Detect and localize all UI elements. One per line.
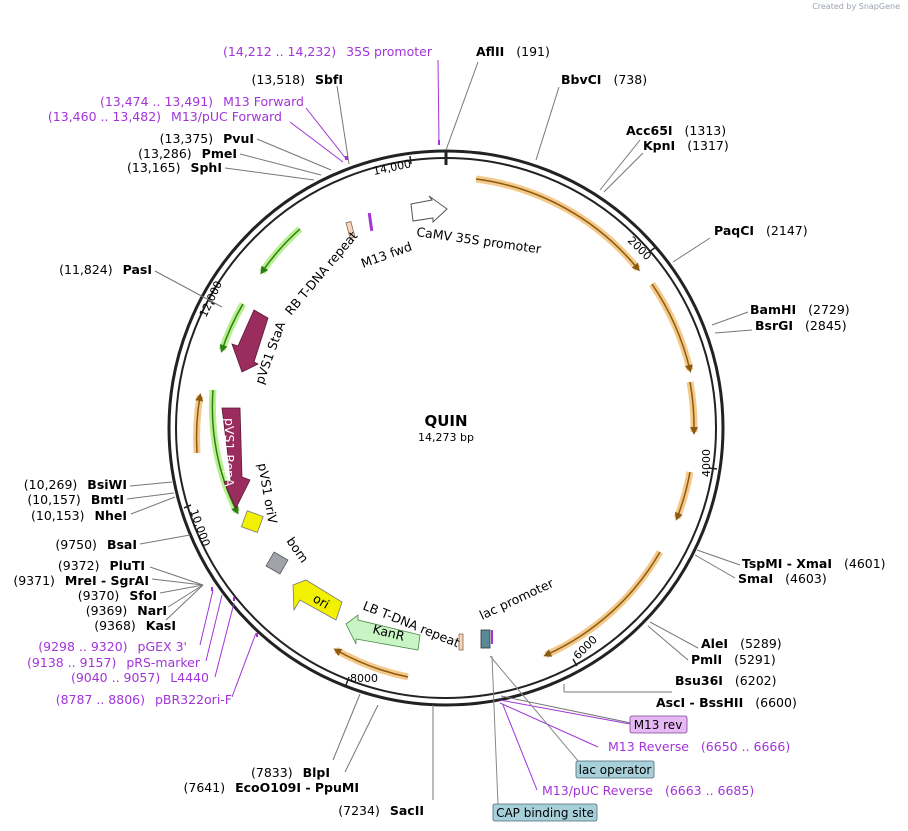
lac-promoter-box	[480, 629, 491, 649]
tick-label: 8000	[350, 672, 378, 685]
feature-label-lac-promoter: lac promoter	[477, 575, 557, 623]
enzyme-label: (10,153)NheI	[31, 508, 127, 523]
enzyme-label: (10,157)BmtI	[27, 492, 124, 507]
enzyme-label: Acc65I(1313)	[626, 123, 726, 138]
enzyme-label: (13,518)SbfI	[251, 72, 343, 87]
enzyme-label: (9372)PluTI	[58, 558, 145, 573]
enzyme-label: TspMI - XmaI(4601)	[742, 556, 886, 571]
enzyme-label: Bsu36I(6202)	[675, 673, 777, 688]
enzyme-label: PmlI(5291)	[691, 652, 776, 667]
enzyme-label: PaqCI(2147)	[714, 223, 808, 238]
enzyme-label: (7833)BlpI	[251, 765, 330, 780]
kanr-arrow	[345, 614, 421, 651]
enzyme-label: (9750)BsaI	[55, 537, 137, 552]
feature-label-ori: ori	[311, 591, 333, 612]
m13-rev-label: M13 rev	[634, 718, 683, 732]
camv-35s-promoter-arrow	[410, 195, 448, 224]
enzyme-label: SmaI(4603)	[738, 571, 827, 586]
plasmid-size: 14,273 bp	[418, 431, 474, 444]
pvs1-staa-arrow	[231, 309, 269, 373]
ori-arrow	[292, 579, 343, 621]
enzyme-label: (13,165)SphI	[127, 160, 222, 175]
primer-labels: (14,212 .. 14,232)35S promoter (13,474 .…	[27, 44, 790, 798]
primer-label: M13/pUC Reverse(6663 .. 6685)	[542, 783, 754, 798]
inner-features	[221, 195, 493, 651]
enzyme-label: (7641)EcoO109I - PpuMI	[184, 780, 359, 795]
feature-label-rb-t-dna: RB T-DNA repeat	[282, 228, 361, 318]
orf-arcs	[193, 175, 699, 681]
feature-label-pvs1-repa: pVS1 RepA	[222, 418, 237, 487]
enzyme-labels-left: (7234)SacII (7641)EcoO109I - PpuMI (7833…	[13, 72, 424, 818]
boxed-labels: M13 rev lac operator CAP binding site	[492, 715, 688, 822]
primer-ticks	[211, 140, 440, 637]
enzyme-label: (13,375)PvuI	[160, 131, 254, 146]
enzyme-label: (9371)MreI - SgrAI	[13, 573, 149, 588]
enzyme-label: AflII(191)	[476, 44, 550, 59]
primer-label: M13 Reverse(6650 .. 6666)	[608, 739, 790, 754]
feature-label-camv-35s: CaMV 35S promoter	[416, 224, 543, 256]
primer-label: (14,212 .. 14,232)35S promoter	[223, 44, 433, 59]
m13-rev-mark	[491, 630, 493, 644]
primer-label: (13,460 .. 13,482)M13/pUC Forward	[48, 109, 282, 124]
primer-label: (9040 .. 9057)L4440	[71, 670, 209, 685]
enzyme-labels-right: AflII(191) BbvCI(738) Acc65I(1313) KpnI(…	[476, 44, 886, 710]
enzyme-label: (9368)KasI	[94, 618, 176, 633]
enzyme-label: (10,269)BsiWI	[24, 477, 127, 492]
lac-operator-label: lac operator	[579, 763, 652, 777]
enzyme-label: (9370)SfoI	[78, 588, 157, 603]
enzyme-label: (9369)NarI	[86, 603, 167, 618]
pvs1-repa-arrow	[221, 407, 251, 509]
orf-arcs-green	[208, 226, 303, 515]
enzyme-label: AscI - BssHII(6600)	[656, 695, 797, 710]
primer-label: (9138 .. 9157)pRS-marker	[27, 655, 201, 670]
cap-binding-site-label: CAP binding site	[496, 806, 594, 820]
snapgene-watermark: Created by SnapGene	[812, 2, 900, 11]
bom-box	[265, 551, 289, 575]
primer-leader-lines	[199, 59, 631, 791]
primer-label: (8787 .. 8806)pBR322ori-F	[56, 692, 232, 707]
feature-label-m13-fwd: M13 fwd	[359, 239, 414, 271]
m13-fwd-mark	[367, 212, 374, 232]
boxed-label-lines	[489, 655, 585, 806]
lb-t-dna-repeat-box	[458, 633, 464, 651]
enzyme-label: (13,286)PmeI	[138, 146, 237, 161]
rb-t-dna-repeat-box	[345, 221, 356, 239]
leader-lines	[126, 61, 753, 800]
enzyme-label: BbvCI(738)	[561, 72, 647, 87]
enzyme-label: (11,824)PasI	[59, 262, 152, 277]
tick-label: 10,000	[187, 508, 212, 549]
primer-label: (13,474 .. 13,491)M13 Forward	[100, 94, 304, 109]
enzyme-label: AleI(5289)	[701, 636, 782, 651]
enzyme-label: (7234)SacII	[338, 803, 424, 818]
plasmid-name: QUIN	[424, 412, 467, 430]
primer-label: (9298 .. 9320)pGEX 3'	[38, 639, 187, 654]
enzyme-label: BsrGI(2845)	[755, 318, 847, 333]
enzyme-label: BamHI(2729)	[750, 302, 850, 317]
tick-label: 4000	[700, 449, 713, 477]
pvs1-oriv-box	[240, 510, 264, 534]
enzyme-label: KpnI(1317)	[643, 138, 729, 153]
inner-feature-labels: CaMV 35S promoter M13 fwd RB T-DNA repea…	[222, 224, 557, 650]
